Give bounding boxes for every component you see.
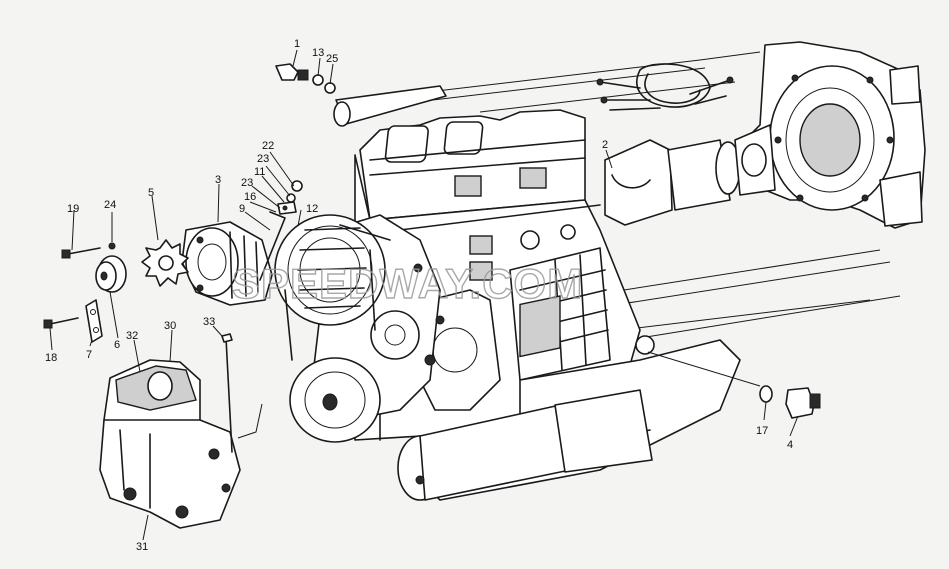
callout-label: 2: [602, 139, 608, 151]
watermark-text: SPEEDWAY.COM: [232, 260, 583, 307]
callout-label: 19: [67, 203, 79, 215]
callout-label: 13: [312, 47, 324, 59]
callout-label: 18: [45, 352, 57, 364]
callout-label: 22: [262, 140, 274, 152]
callout-label: 23: [257, 153, 269, 165]
callout-label: 17: [756, 425, 768, 437]
callout-label: 31: [136, 541, 148, 553]
part-30-32-bracket: [99, 333, 241, 529]
callout-label: 3: [215, 174, 221, 186]
callout-label: 33: [203, 316, 215, 328]
callout-label: 4: [787, 439, 793, 451]
callout-label: 32: [126, 330, 138, 342]
engine-block: [274, 51, 901, 501]
part-1-sensor-pipe: [275, 63, 447, 127]
callout-label: 6: [114, 339, 120, 351]
callout-label: 30: [164, 320, 176, 332]
callout-label: 25: [326, 53, 338, 65]
callout-labels: 1 13 25 2 22 23 11 23 16 9 12 3 5 19 24 …: [45, 38, 793, 553]
callout-label: 24: [104, 199, 116, 211]
callout-label: 5: [148, 187, 154, 199]
bolts-and-washers: [43, 242, 116, 343]
leader-lines: [49, 49, 799, 541]
part-4-sensor: [759, 385, 821, 419]
callout-label: 9: [239, 203, 245, 215]
flywheel-housing: [734, 41, 926, 229]
callout-label: 1: [294, 38, 300, 50]
tensioner-fittings: [259, 180, 303, 281]
callout-label: 7: [86, 349, 92, 361]
callout-label: 23: [241, 177, 253, 189]
part-3-alternator: [181, 221, 273, 306]
callout-label: 11: [254, 166, 265, 178]
callout-label: 12: [306, 203, 318, 215]
callout-label: 16: [244, 191, 256, 203]
part-2-starter-wiring: [596, 63, 741, 226]
part-6-pulley: [95, 255, 127, 293]
part-5-fan: [141, 239, 189, 287]
